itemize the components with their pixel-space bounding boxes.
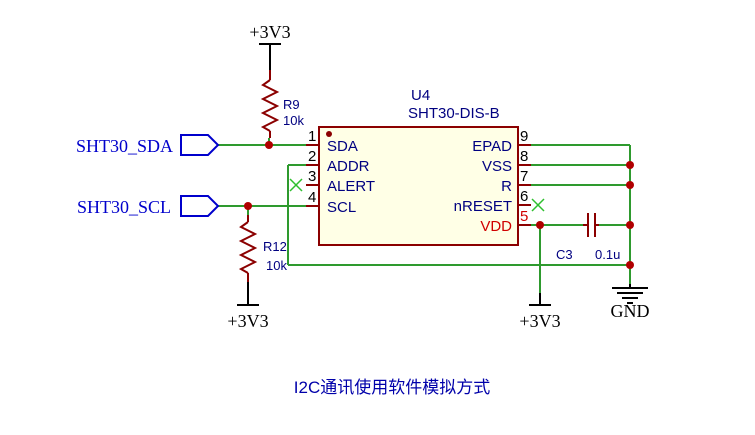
resistor-value: 10k (283, 113, 304, 128)
power-top-3v3[interactable]: +3V3 (249, 22, 291, 70)
pin-number: 3 (308, 168, 316, 185)
pin-number: 7 (520, 168, 528, 185)
power-label: +3V3 (227, 311, 268, 331)
power-r12-3v3[interactable]: +3V3 (227, 282, 269, 331)
pin-number: 4 (308, 189, 316, 206)
junction-dot (626, 161, 634, 169)
pin-name-scl: SCL (327, 199, 356, 216)
net-port-sda[interactable]: SHT30_SDA (76, 134, 220, 156)
capacitor-value: 0.1u (595, 247, 620, 262)
junction-dot (265, 141, 273, 149)
schematic-caption: I2C通讯使用软件模拟方式 (294, 377, 490, 397)
resistor-designator: R12 (263, 239, 287, 254)
resistor-r9[interactable]: R9 10k (260, 70, 304, 138)
pin-name-alert: ALERT (327, 178, 375, 195)
power-label: +3V3 (519, 311, 560, 331)
junction-dot (244, 202, 252, 210)
no-connect-alert-icon (289, 178, 303, 192)
pin-number: 8 (520, 148, 528, 165)
pin-name-sda: SDA (327, 138, 358, 155)
power-label: +3V3 (249, 22, 290, 42)
pin-name-nreset: nRESET (454, 198, 512, 215)
no-connect-nreset-icon (531, 198, 545, 212)
net-port-scl[interactable]: SHT30_SCL (77, 195, 220, 217)
junctions (244, 141, 634, 269)
junction-dot (626, 261, 634, 269)
capacitor-designator: C3 (556, 247, 573, 262)
ground-symbol[interactable]: GND (611, 284, 650, 321)
resistor-r12[interactable]: R12 10k (238, 215, 287, 282)
pin-number: 5 (520, 208, 528, 225)
pin-name-vdd: VDD (480, 218, 512, 235)
net-label-sda: SHT30_SDA (76, 136, 173, 156)
resistor-zigzag-icon (260, 79, 280, 132)
chip-u4[interactable]: U4 SHT30-DIS-B 1 2 3 4 SDA ADDR ALERT SC… (306, 87, 531, 246)
ground-label: GND (611, 301, 650, 321)
pin-number: 1 (308, 128, 316, 145)
resistor-value: 10k (266, 258, 287, 273)
chip-part-number: SHT30-DIS-B (408, 105, 500, 122)
pin-name-vss: VSS (482, 158, 512, 175)
net-port-arrow-icon (180, 195, 220, 217)
pin-name-r: R (501, 178, 512, 195)
net-port-arrow-icon (180, 134, 220, 156)
resistor-designator: R9 (283, 97, 300, 112)
pin-name-epad: EPAD (472, 138, 512, 155)
pin-number: 2 (308, 148, 316, 165)
capacitor-c3[interactable]: C3 0.1u (556, 213, 620, 262)
chip-designator: U4 (411, 87, 430, 104)
power-vdd-3v3[interactable]: +3V3 (519, 293, 561, 331)
net-label-scl: SHT30_SCL (77, 197, 171, 217)
pin-name-addr: ADDR (327, 158, 370, 175)
junction-dot (626, 221, 634, 229)
pin-number: 6 (520, 188, 528, 205)
resistor-zigzag-icon (238, 221, 258, 274)
junction-dot (536, 221, 544, 229)
junction-dot (626, 181, 634, 189)
pin-number: 9 (520, 128, 528, 145)
pin1-marker (326, 131, 332, 137)
